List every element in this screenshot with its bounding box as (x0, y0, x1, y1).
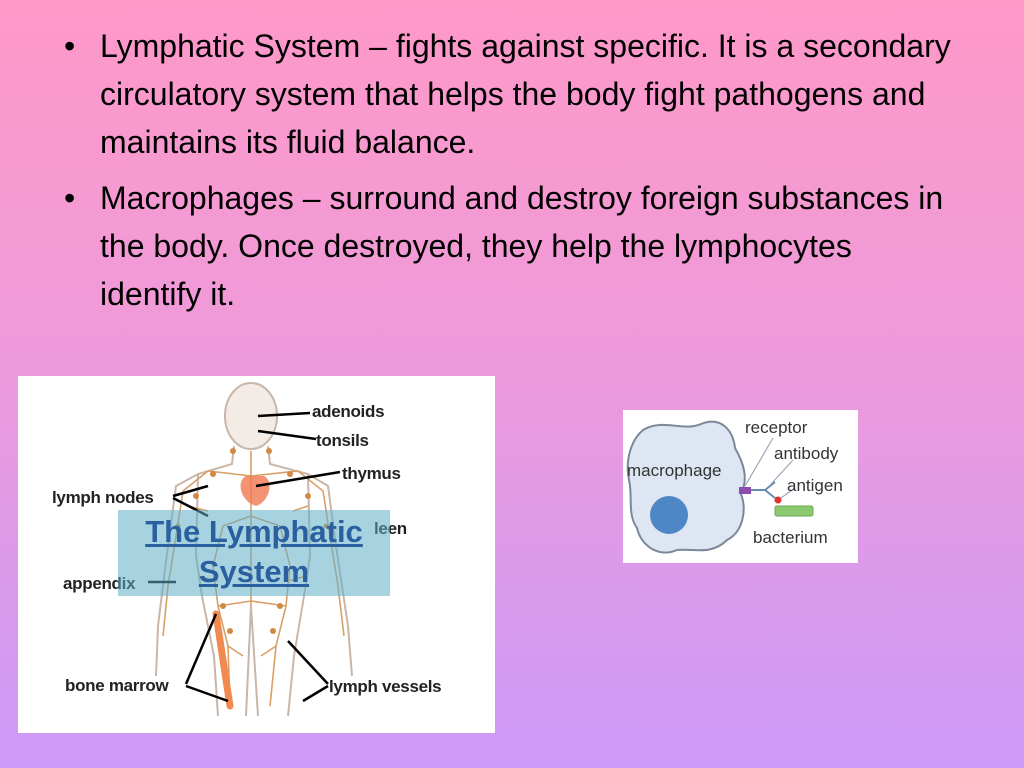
antibody-mark (751, 481, 776, 499)
lymphatic-system-diagram: adenoids tonsils thymus lymph nodes leen… (18, 376, 495, 733)
diagram-title-line1: The Lymphatic (145, 514, 363, 549)
receptor-mark (739, 487, 751, 494)
diagram-title: The Lymphatic System (118, 512, 390, 592)
bullet-item-lymphatic-system: • Lymphatic System – fights against spec… (56, 22, 956, 166)
macrophage-diagram: receptor antibody antigen macrophage bac… (623, 410, 858, 563)
macrophage-illustration (626, 420, 814, 554)
label-antigen: antigen (787, 476, 843, 495)
label-adenoids: adenoids (312, 402, 385, 421)
label-lymph-nodes: lymph nodes (52, 488, 154, 507)
macrophage-cell-body (626, 420, 746, 554)
label-appendix: appendix (63, 574, 136, 593)
bullet-text: Lymphatic System – fights against specif… (100, 28, 951, 160)
antigen-mark (774, 496, 782, 504)
label-thymus: thymus (342, 464, 401, 483)
bullet-item-macrophages: • Macrophages – surround and destroy for… (56, 174, 956, 318)
macrophage-nucleus (650, 496, 688, 534)
label-bacterium: bacterium (753, 528, 828, 547)
title-overlay-box (118, 510, 390, 596)
bacterium-mark (774, 505, 814, 517)
label-antibody: antibody (774, 444, 839, 463)
bullet-symbol: • (64, 180, 76, 216)
bullet-list: • Lymphatic System – fights against spec… (56, 22, 956, 326)
label-lymph-vessels: lymph vessels (329, 677, 442, 696)
label-receptor: receptor (745, 418, 808, 437)
label-bone-marrow: bone marrow (65, 676, 169, 695)
bullet-symbol: • (64, 28, 76, 64)
label-macrophage: macrophage (627, 461, 722, 480)
diagram-title-line2: System (198, 554, 310, 589)
bullet-text: Macrophages – surround and destroy forei… (100, 180, 944, 312)
label-tonsils: tonsils (316, 431, 369, 450)
